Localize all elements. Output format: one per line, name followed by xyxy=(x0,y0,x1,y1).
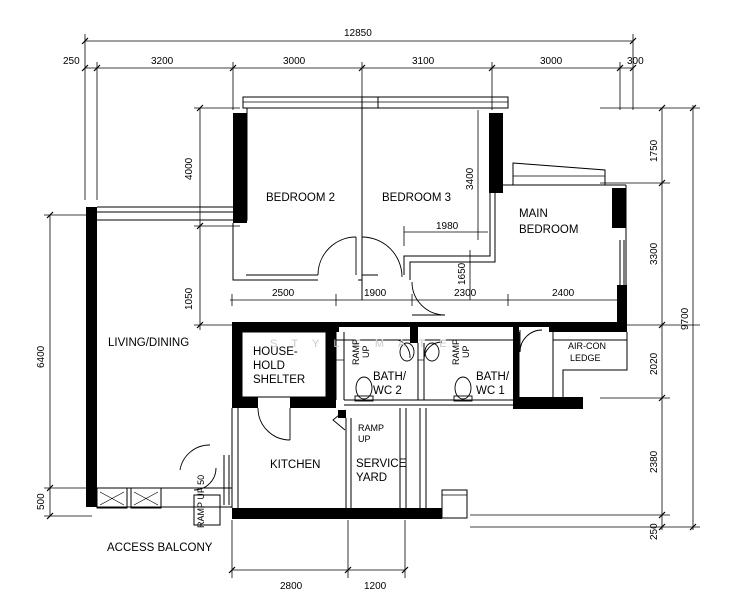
dim-bottom: 2800 xyxy=(280,581,303,592)
dim-overall-width: 12850 xyxy=(344,28,372,39)
dim-right: 250 xyxy=(649,523,660,540)
dimension-ticks xyxy=(46,37,697,574)
dim-left: 1050 xyxy=(184,287,195,310)
label-main-bedroom: MAIN xyxy=(519,208,548,220)
label-access-balcony: ACCESS BALCONY xyxy=(107,542,213,554)
room-labels: BEDROOM 2 BEDROOM 3 MAIN BEDROOM LIVING/… xyxy=(107,192,606,554)
label-bath-wc-2: WC 2 xyxy=(373,385,402,397)
dim-right-total: 9700 xyxy=(680,307,691,330)
label-kitchen: KITCHEN xyxy=(270,459,320,471)
dim-top: 3000 xyxy=(283,56,306,67)
dim-top: 250 xyxy=(63,56,80,67)
dim-left: 6400 xyxy=(36,345,47,368)
label-ramp: RAMP xyxy=(358,423,384,433)
dim-top: 3200 xyxy=(151,56,174,67)
walls xyxy=(86,113,627,519)
sanitary-fixtures xyxy=(332,342,473,431)
label-household-shelter: SHELTER xyxy=(253,374,305,386)
dim-internal: 1650 xyxy=(457,262,468,285)
dimension-labels: 12850 250 3200 3000 3100 3000 300 2500 1… xyxy=(36,28,691,592)
label-bath-wc-1: BATH/ xyxy=(476,371,510,383)
label-ramp-up: UP xyxy=(361,345,371,358)
label-main-bedroom: BEDROOM xyxy=(519,224,578,236)
label-ramp: RAMP xyxy=(451,339,461,365)
label-bath-wc-2: BATH/ xyxy=(373,371,407,383)
partition-lines xyxy=(92,96,628,526)
label-household-shelter: HOLD xyxy=(253,360,285,372)
label-ramp-up-50: RAMP UP 50 xyxy=(196,475,206,528)
dim-right: 1750 xyxy=(649,139,660,162)
dim-internal: 3400 xyxy=(465,167,476,190)
dim-right: 2020 xyxy=(649,352,660,375)
dim-top: 300 xyxy=(627,56,644,67)
label-bedroom-3: BEDROOM 3 xyxy=(382,192,451,204)
label-ramp-up: UP xyxy=(461,345,471,358)
dim-inner: 1900 xyxy=(364,288,387,299)
label-bedroom-2: BEDROOM 2 xyxy=(266,192,335,204)
doors xyxy=(179,236,543,491)
watermark: STYLEMATE xyxy=(270,338,461,350)
dim-inner: 2500 xyxy=(272,288,295,299)
dim-internal: 1980 xyxy=(436,221,459,232)
label-living-dining: LIVING/DINING xyxy=(108,337,189,349)
ramp-labels: RAMP UP RAMP UP RAMP UP RAMP UP 50 xyxy=(196,339,471,528)
dim-left: 500 xyxy=(36,493,47,510)
label-service-yard: SERVICE xyxy=(356,458,407,470)
label-aircon-ledge: AIR-CON xyxy=(568,341,606,351)
dim-left: 4000 xyxy=(184,157,195,180)
label-aircon-ledge: LEDGE xyxy=(570,353,601,363)
label-ramp: RAMP xyxy=(351,339,361,365)
label-household-shelter: HOUSE- xyxy=(253,346,298,358)
dim-top: 3000 xyxy=(540,56,563,67)
dim-right: 3300 xyxy=(649,242,660,265)
label-service-yard: YARD xyxy=(356,472,387,484)
dim-right: 2380 xyxy=(649,450,660,473)
dim-inner: 2400 xyxy=(552,288,575,299)
dim-bottom: 1200 xyxy=(364,581,387,592)
label-ramp-up: UP xyxy=(358,434,371,444)
label-bath-wc-1: WC 1 xyxy=(476,385,505,397)
dim-top: 3100 xyxy=(412,56,435,67)
dim-inner: 2300 xyxy=(454,288,477,299)
